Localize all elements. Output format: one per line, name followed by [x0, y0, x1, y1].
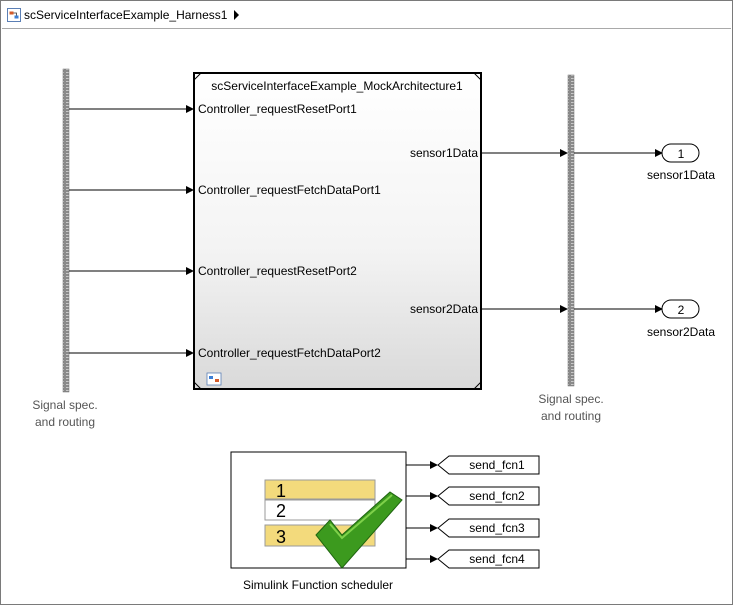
goto-tag-1: send_fcn1 [469, 458, 525, 472]
output-port-label-2: sensor2Data [410, 302, 478, 316]
goto-block-2[interactable] [437, 486, 540, 506]
subsystem-title: scServiceInterfaceExample_MockArchitectu… [211, 79, 463, 93]
signal-spec-left-block[interactable] [62, 68, 70, 393]
goto-tag-4: send_fcn4 [469, 552, 525, 566]
signal-spec-left-label-line1: Signal spec. [32, 398, 97, 412]
outport-signal-lines[interactable] [574, 149, 663, 313]
outport-name-1: sensor1Data [647, 168, 715, 182]
input-port-label-1: Controller_requestResetPort1 [198, 102, 357, 116]
reference-model-icon[interactable] [206, 372, 222, 386]
outport-block-2[interactable] [661, 299, 700, 319]
input-signal-lines[interactable] [69, 105, 194, 357]
signal-spec-left-label-line2: and routing [35, 415, 95, 429]
chevron-right-icon[interactable] [234, 10, 240, 20]
input-port-label-3: Controller_requestResetPort2 [198, 264, 357, 278]
scheduler-output-lines[interactable] [406, 461, 438, 563]
green-check-icon [315, 491, 403, 569]
goto-block-4[interactable] [437, 549, 540, 569]
scheduler-row-1: 1 [276, 481, 286, 501]
outport-block-1[interactable] [661, 143, 700, 163]
output-port-label-1: sensor1Data [410, 146, 478, 160]
scheduler-row-2: 2 [276, 501, 286, 521]
goto-block-3[interactable] [437, 518, 540, 538]
signal-spec-right-label-line1: Signal spec. [538, 392, 603, 406]
goto-block-1[interactable] [437, 455, 540, 475]
outport-name-2: sensor2Data [647, 325, 715, 339]
scheduler-label: Simulink Function scheduler [243, 578, 393, 592]
signal-spec-right-label-line2: and routing [541, 409, 601, 423]
outport-number-1: 1 [678, 147, 685, 161]
breadcrumb: scServiceInterfaceExample_Harness1 [2, 2, 731, 29]
signal-spec-right-block[interactable] [567, 74, 575, 387]
goto-tag-2: send_fcn2 [469, 489, 525, 503]
input-port-label-2: Controller_requestFetchDataPort1 [198, 183, 381, 197]
goto-tag-3: send_fcn3 [469, 521, 525, 535]
mock-architecture-subsystem[interactable] [193, 72, 482, 390]
scheduler-row-3: 3 [276, 527, 286, 547]
output-signal-lines[interactable] [481, 149, 568, 313]
model-icon[interactable] [7, 8, 21, 22]
input-port-label-4: Controller_requestFetchDataPort2 [198, 346, 381, 360]
outport-number-2: 2 [678, 303, 685, 317]
breadcrumb-model-link[interactable]: scServiceInterfaceExample_Harness1 [24, 8, 228, 22]
